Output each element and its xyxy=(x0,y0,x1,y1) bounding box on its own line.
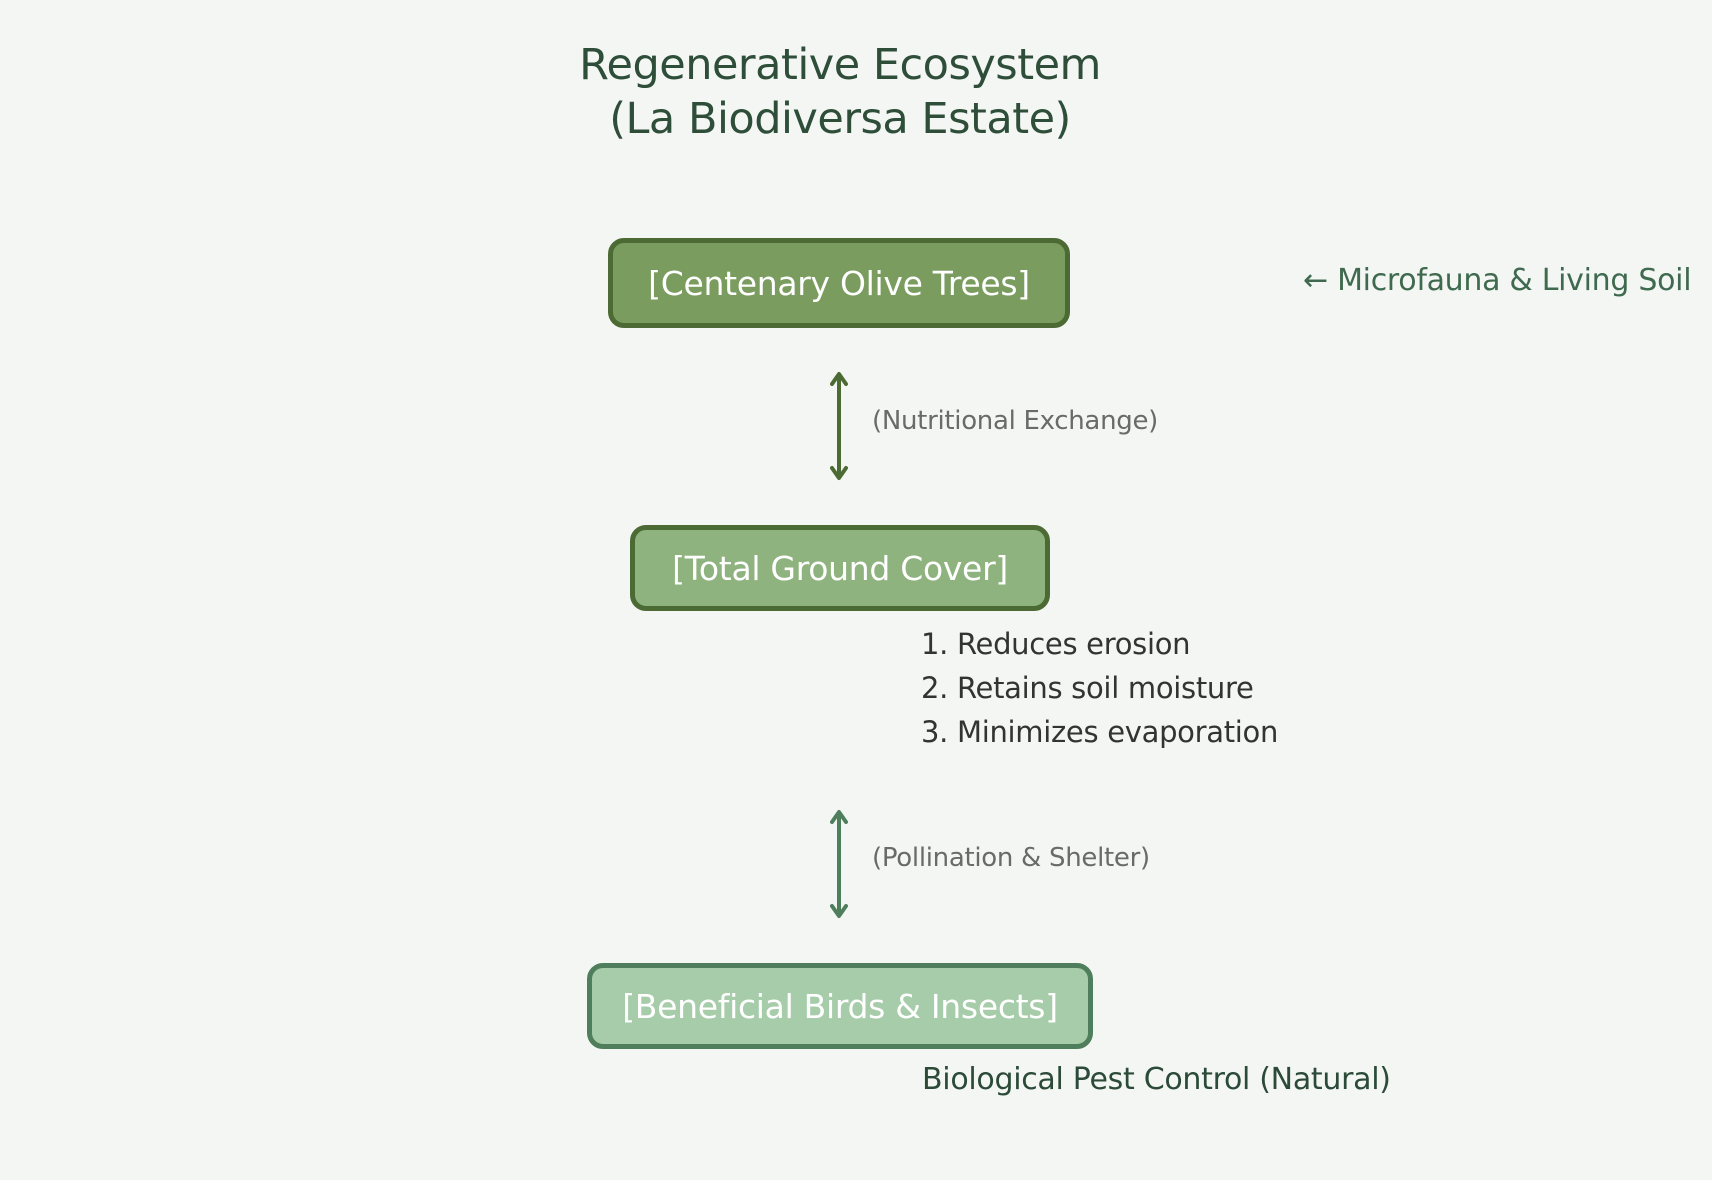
node-centenary-olive-trees: [Centenary Olive Trees] xyxy=(608,238,1070,328)
double-arrow-icon xyxy=(830,372,848,480)
node-label-birds-insects: [Beneficial Birds & Insects] xyxy=(622,986,1058,1026)
ground-cover-benefits-list: 1. Reduces erosion 2. Retains soil moist… xyxy=(921,622,1278,754)
edge-label-nutritional-exchange: (Nutritional Exchange) xyxy=(872,406,1158,436)
double-arrow-icon xyxy=(830,810,848,918)
diagram-title: Regenerative Ecosystem (La Biodiversa Es… xyxy=(456,38,1224,146)
benefit-item: 3. Minimizes evaporation xyxy=(921,715,1279,749)
node-total-ground-cover: [Total Ground Cover] xyxy=(630,525,1050,611)
edge-label-pollination-shelter: (Pollination & Shelter) xyxy=(872,843,1150,873)
note-biological-pest-control: Biological Pest Control (Natural) xyxy=(922,1062,1391,1097)
node-label-ground-cover: [Total Ground Cover] xyxy=(672,548,1008,588)
title-line-2: (La Biodiversa Estate) xyxy=(609,94,1071,144)
side-note-microfauna: ← Microfauna & Living Soil xyxy=(1303,263,1692,298)
node-label-olive-trees: [Centenary Olive Trees] xyxy=(648,263,1030,303)
benefit-item: 2. Retains soil moisture xyxy=(921,671,1254,705)
title-line-1: Regenerative Ecosystem xyxy=(579,40,1101,90)
benefit-item: 1. Reduces erosion xyxy=(921,627,1191,661)
node-beneficial-birds-insects: [Beneficial Birds & Insects] xyxy=(587,963,1093,1049)
